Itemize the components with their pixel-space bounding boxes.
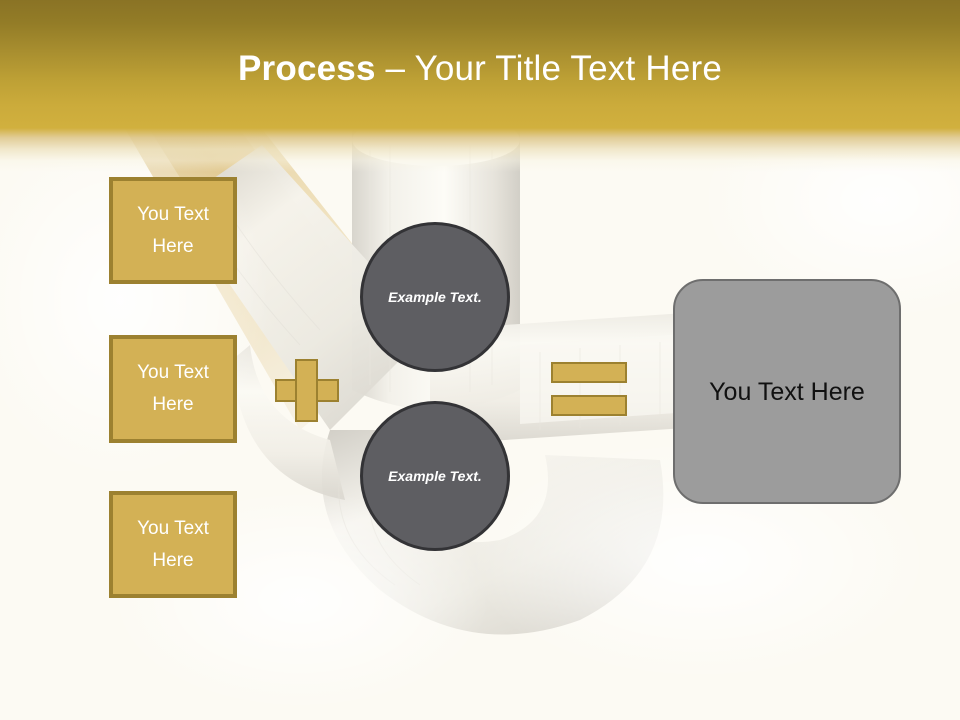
process-circle-2[interactable]: Example Text. [360, 401, 510, 551]
result-box-label: You Text Here [709, 377, 865, 406]
process-circle-1[interactable]: Example Text. [360, 222, 510, 372]
equals-icon-top-bar [551, 362, 627, 383]
process-circle-2-label: Example Text. [388, 467, 482, 484]
process-circle-1-label: Example Text. [388, 288, 482, 305]
equals-icon-bottom-bar [551, 395, 627, 416]
input-box-2[interactable]: You Text Here [109, 335, 237, 443]
plus-icon [275, 359, 339, 422]
result-box[interactable]: You Text Here [673, 279, 901, 504]
plus-icon-vertical-bar [295, 359, 318, 422]
page-title: Process – Your Title Text Here [0, 48, 960, 90]
page-title-bold: Process [238, 49, 376, 88]
equals-icon [551, 362, 627, 416]
page-title-separator: – [375, 49, 415, 88]
input-box-1-label: You Text Here [137, 203, 209, 257]
page-title-regular: Your Title Text Here [414, 49, 722, 88]
input-box-3-label: You Text Here [137, 517, 209, 571]
input-box-2-label: You Text Here [137, 362, 209, 415]
header-gradient-fade [0, 128, 960, 172]
input-box-3[interactable]: You Text Here [109, 491, 237, 598]
input-box-1[interactable]: You Text Here [109, 177, 237, 284]
